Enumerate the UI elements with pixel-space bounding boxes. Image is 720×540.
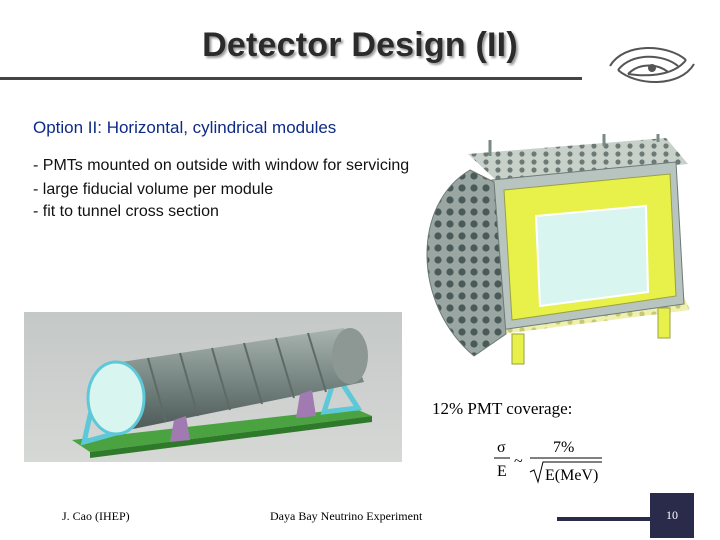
pmt-coverage-label: 12% PMT coverage: xyxy=(432,399,573,418)
formula-seven-percent: 7% xyxy=(553,439,574,456)
footer-author: J. Cao (IHEP) xyxy=(62,509,130,523)
ihep-logo-icon xyxy=(609,47,695,83)
footer-rule xyxy=(557,517,650,521)
bullet-pmts-mounted: - PMTs mounted on outside with window fo… xyxy=(33,157,410,174)
footer-event: Daya Bay Neutrino Experiment xyxy=(270,509,423,523)
formula-tilde: ~ xyxy=(514,453,523,470)
cylindrical-module-render xyxy=(24,312,402,462)
bullet-tunnel-fit: - fit to tunnel cross section xyxy=(33,203,219,220)
formula-e: E xyxy=(497,463,507,480)
subtitle: Option II: Horizontal, cylindrical modul… xyxy=(33,118,337,137)
formula-e-mev: E(MeV) xyxy=(545,467,598,484)
slide-title: Detector Design (II) xyxy=(202,26,518,64)
title-underline xyxy=(0,77,582,80)
bullet-fiducial-volume: - large fiducial volume per module xyxy=(33,181,274,198)
detector-module-render xyxy=(426,134,690,365)
formula-sigma: σ xyxy=(497,439,506,456)
page-number: 10 xyxy=(650,493,694,538)
energy-resolution-formula: σ E ~ 7% E(MeV) xyxy=(494,439,602,484)
